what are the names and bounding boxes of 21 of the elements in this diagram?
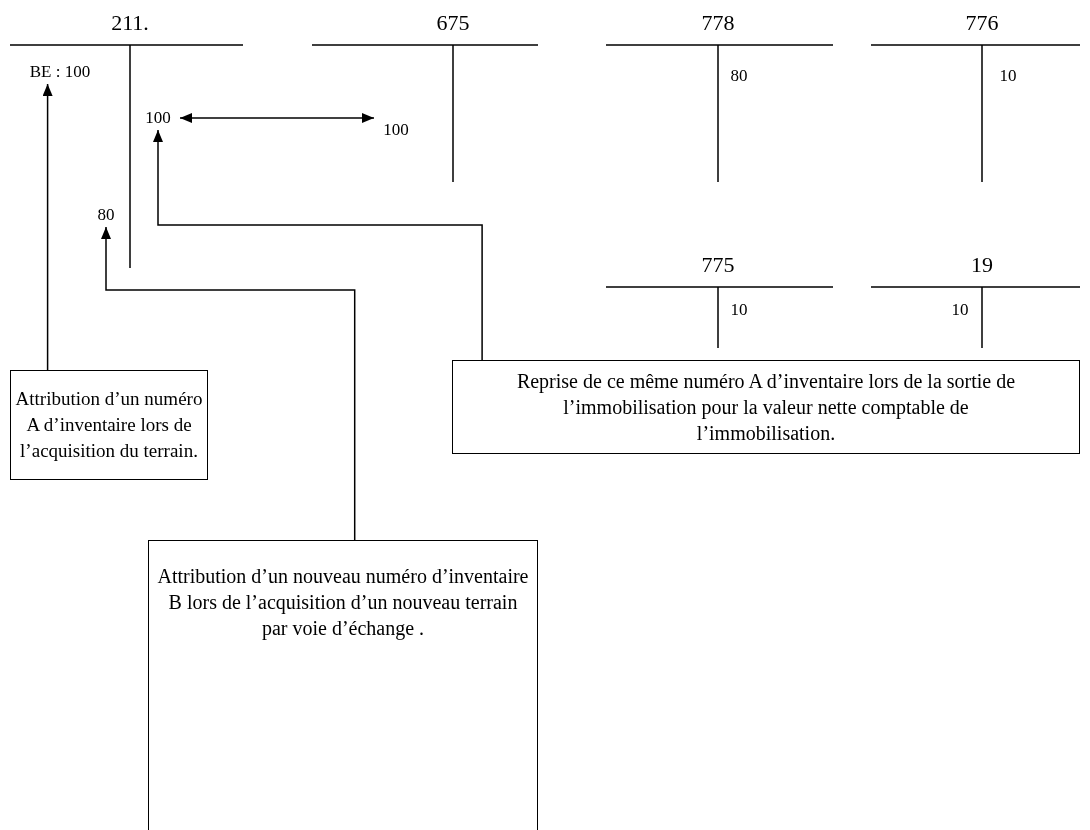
note-box: Reprise de ce même numéro A d’inventaire lors de la sortie de l’immobilisation pour la valeur nette comptable de l’immobilisation. <box>452 360 1080 454</box>
amount-entry: 80 <box>95 205 117 225</box>
amount-entry: 10 <box>949 300 971 320</box>
account-number: 775 <box>701 252 735 278</box>
amount-entry: 80 <box>728 66 750 86</box>
arrow <box>153 129 483 361</box>
account-number: 211. <box>111 10 149 36</box>
arrow <box>101 226 356 541</box>
amount-entry: 10 <box>997 66 1019 86</box>
note-box: Attribution d’un nouveau numéro d’inventaire B lors de l’acquisition d’un nouveau terrain par voie d’échange . <box>148 540 538 830</box>
account-number: 675 <box>436 10 470 36</box>
double-arrow <box>179 113 375 123</box>
account-number: 778 <box>701 10 735 36</box>
note-box: Attribution d’un numéro A d’inventaire lors de l’acquisition du terrain. <box>10 370 208 480</box>
amount-entry: BE : 100 <box>25 62 95 82</box>
amount-entry: 10 <box>728 300 750 320</box>
arrow <box>42 83 53 371</box>
amount-entry: 100 <box>140 108 176 128</box>
amount-entry: 100 <box>378 120 414 140</box>
account-number: 19 <box>971 252 993 278</box>
account-number: 776 <box>965 10 999 36</box>
